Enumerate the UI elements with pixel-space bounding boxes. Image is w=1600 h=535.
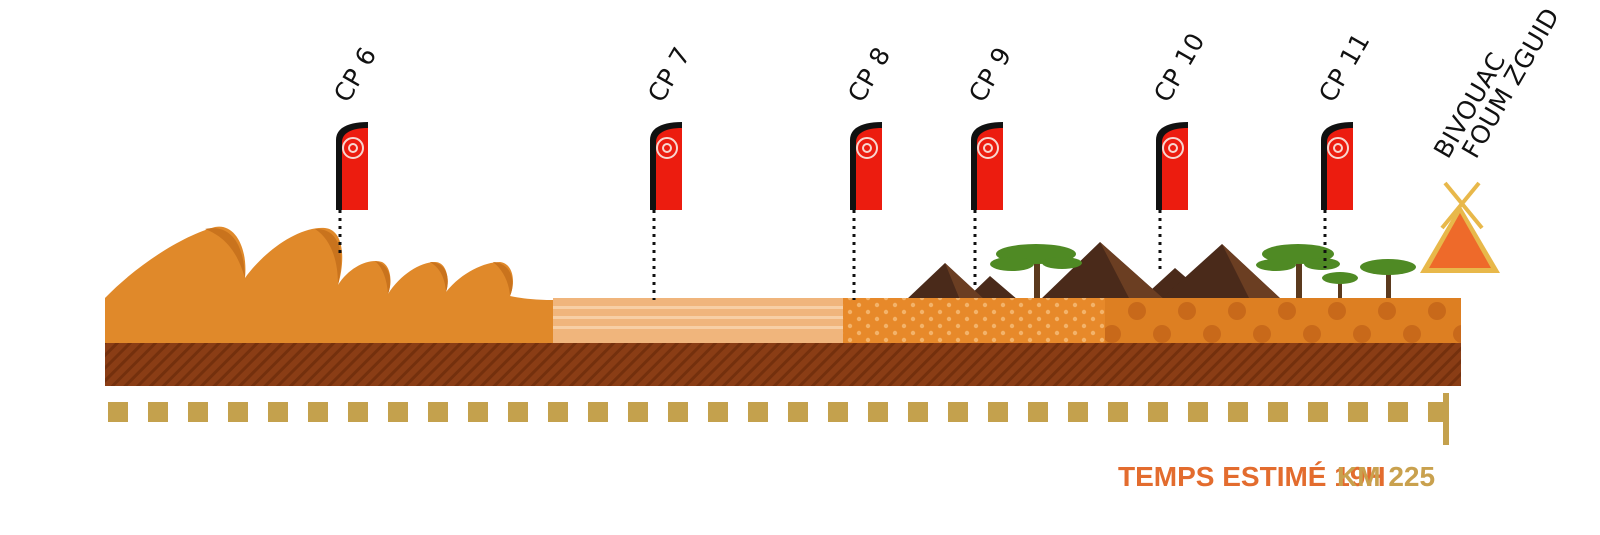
dune-shadow <box>315 228 342 285</box>
checkpoint: CP 11 <box>1313 28 1376 268</box>
track-segment <box>1028 402 1048 422</box>
track-segment <box>1108 402 1128 422</box>
tree-icon <box>1360 259 1416 300</box>
track-segment <box>1348 402 1368 422</box>
track-segment <box>148 402 168 422</box>
track-segment <box>1308 402 1328 422</box>
dune-shadow <box>205 228 245 278</box>
track-segment <box>1068 402 1088 422</box>
flag-icon <box>1321 122 1353 210</box>
checkpoint-label: CP 8 <box>842 42 896 107</box>
track-segment <box>948 402 968 422</box>
pebble-ground <box>1105 298 1461 343</box>
flag-icon <box>971 122 1003 210</box>
track-segment <box>308 402 328 422</box>
flag-icon <box>336 122 368 210</box>
checkpoint-label: CP 10 <box>1148 28 1211 107</box>
checkpoint-label: CP 7 <box>642 42 696 107</box>
track-segment <box>668 402 688 422</box>
flag-icon <box>1156 122 1188 210</box>
track-segment <box>628 402 648 422</box>
track-segment <box>388 402 408 422</box>
track-segment <box>788 402 808 422</box>
track-segment <box>108 402 128 422</box>
track-segment <box>348 402 368 422</box>
checkpoint-label: CP 11 <box>1313 28 1376 107</box>
dune-shadow <box>375 261 391 294</box>
track-segment <box>908 402 928 422</box>
track-segment <box>1148 402 1168 422</box>
checkpoint: CP 10 <box>1148 28 1211 270</box>
track-end-marker <box>1443 393 1449 445</box>
track-segment <box>228 402 248 422</box>
checkpoint-label: CP 9 <box>963 42 1017 107</box>
track-segment <box>868 402 888 422</box>
dunes <box>105 226 555 343</box>
flag-icon <box>650 122 682 210</box>
track-segment <box>548 402 568 422</box>
dune-shadow <box>493 262 513 296</box>
tree-icon <box>1322 272 1358 300</box>
checkpoint: CP 7 <box>642 42 696 300</box>
track-segment <box>1228 402 1248 422</box>
track-segment <box>1188 402 1208 422</box>
flat-sand <box>553 298 845 343</box>
track-segment <box>828 402 848 422</box>
tent-icon <box>1420 181 1500 273</box>
track-segment <box>468 402 488 422</box>
flag-icon <box>850 122 882 210</box>
track-segment <box>1268 402 1288 422</box>
track-segment <box>268 402 288 422</box>
soil-band <box>105 343 1461 386</box>
track <box>108 393 1449 445</box>
checkpoint: CP 6 <box>328 42 382 255</box>
track-segment <box>428 402 448 422</box>
track-segment <box>1388 402 1408 422</box>
track-segment <box>748 402 768 422</box>
track-segment <box>588 402 608 422</box>
distance: KM 225 <box>1337 461 1435 492</box>
dotted-ground <box>843 298 1105 343</box>
tree-icon <box>990 244 1082 300</box>
track-segment <box>708 402 728 422</box>
mountain-highlight <box>945 242 1282 300</box>
tree-icon <box>1256 244 1340 300</box>
track-segment <box>988 402 1008 422</box>
track-segment <box>188 402 208 422</box>
estimated-time: TEMPS ESTIMÉ 19H <box>1118 461 1386 492</box>
checkpoint-label: CP 6 <box>328 42 382 107</box>
dune-shadow <box>430 262 448 292</box>
checkpoint: CP 8 <box>842 42 896 300</box>
terrain <box>105 226 1461 386</box>
track-segment <box>508 402 528 422</box>
